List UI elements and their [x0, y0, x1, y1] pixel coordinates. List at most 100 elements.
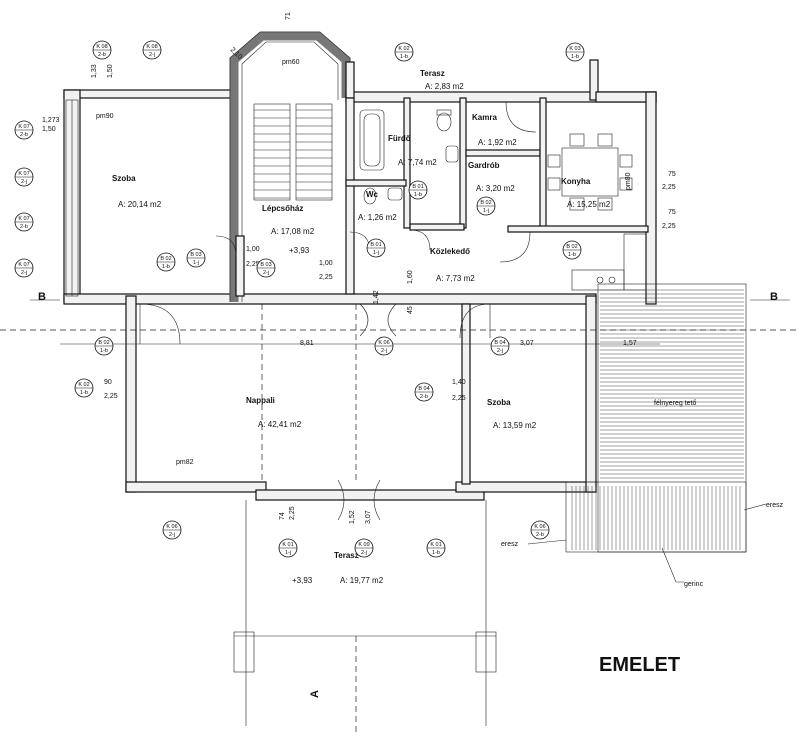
opening-tag: B 021-b [562, 240, 582, 260]
opening-tag: K 09 2-j [354, 538, 374, 558]
opening-tag: K 021-b [74, 378, 94, 398]
room-area: A: 1,92 m2 [478, 138, 517, 147]
kitchen-counter [571, 233, 647, 291]
opening-tag-code: B 02 [480, 200, 491, 206]
dim-label: 2,25 [104, 393, 118, 400]
opening-tag: K 06 2-j [162, 520, 182, 540]
opening-tag-code: B 02 [98, 340, 109, 346]
room-area: A: 2,83 m2 [425, 82, 464, 91]
opening-tag-sub: 1-b [400, 54, 408, 60]
room-area: A: 3,20 m2 [476, 184, 515, 193]
roof-label: félnyereg tető [654, 400, 697, 407]
opening-tag-sub: 1-j [373, 250, 379, 256]
level-terrace: +3,93 [292, 576, 313, 585]
opening-tag: B 031-j [186, 248, 206, 268]
opening-tag-sub: 1-b [568, 252, 576, 258]
room-name: Közlekedő [430, 247, 470, 256]
opening-tags: K 082-bK 082-jK 072-bK 072-jK 072-bK 072… [14, 40, 585, 558]
room-name: Gardrób [468, 161, 500, 170]
toilet-icon [363, 109, 452, 205]
opening-tag-sub: 1-b [162, 264, 170, 270]
room-labels: Szoba A: 20,14 m2 Lépcsőház A: 17,08 m2 … [112, 69, 611, 585]
room-area: A: 7,74 m2 [398, 158, 437, 167]
opening-tag-sub: 2-b [98, 52, 106, 58]
opening-tag-sub: 2-j [21, 179, 27, 185]
room-name: Lépcsőház [262, 204, 303, 213]
dim-label: 75 [668, 209, 676, 216]
opening-tag-sub: 1-j [193, 260, 199, 266]
dining-table-icon [547, 133, 633, 211]
room-area: A: 15,25 m2 [567, 200, 611, 209]
section-a: A [309, 690, 321, 698]
opening-tag-code: B 04 [494, 340, 505, 346]
opening-tag-code: K 03 [569, 46, 580, 52]
dim-label: pm90 [96, 113, 114, 120]
dim-label: 8,81 [300, 340, 314, 347]
dim-label: 75 [668, 171, 676, 178]
section-markers: B B A [30, 291, 790, 698]
dim-label: 2,25 [246, 261, 260, 268]
page-title: EMELET [599, 654, 680, 676]
opening-tag-sub: 2-j [381, 348, 387, 354]
opening-tag-code: K 09 [358, 542, 369, 548]
opening-tag-sub: 2-j [263, 270, 269, 276]
opening-tag-sub: 1-b [571, 54, 579, 60]
opening-tag: B 042-j [490, 336, 510, 356]
opening-tag-code: K 07 [18, 262, 29, 268]
opening-tag: K 011-j [278, 538, 298, 558]
opening-tag-code: K 07 [18, 124, 29, 130]
roof-area [565, 283, 747, 553]
dim-label: 1,57 [623, 340, 637, 347]
sink-icon [387, 145, 459, 201]
opening-tag-sub: 2-b [20, 132, 28, 138]
opening-tag: K 082-j [142, 40, 162, 60]
room-name: Nappali [246, 396, 275, 405]
dim-label: 3,07 [365, 510, 372, 524]
opening-tag-sub: 2-b [536, 532, 544, 538]
opening-tag-sub: 2-b [20, 224, 28, 230]
axis-lines [0, 304, 800, 480]
room-name: Terasz [420, 69, 445, 78]
opening-tag-sub: 1-b [100, 348, 108, 354]
door-swings [139, 101, 537, 521]
dim-label: pm82 [176, 459, 194, 466]
dim-label: 2,25 [662, 223, 676, 230]
room-name: Kamra [472, 113, 497, 122]
opening-tag-sub: 1-j [285, 550, 291, 556]
opening-tag-sub: 1-b [432, 550, 440, 556]
bathtub-icon [359, 109, 385, 171]
room-area: A: 19,77 m2 [340, 576, 384, 585]
dim-label: 1,52 [349, 510, 356, 524]
ridge-label: gerinc [684, 581, 704, 588]
opening-tag: B 01 1-j [366, 238, 386, 258]
opening-tag-sub: 2-j [361, 550, 367, 556]
opening-tag-code: K 06 [534, 524, 545, 530]
opening-tag: K 072-j [14, 258, 34, 278]
opening-tag: K 072-b [14, 212, 34, 232]
opening-tag-code: B 02 [160, 256, 171, 262]
opening-tag-code: B 01 [370, 242, 381, 248]
room-name: Konyha [561, 177, 591, 186]
dim-label: 45 [407, 306, 414, 314]
dim-label: 90 [104, 379, 112, 386]
dim-label: pm60 [282, 59, 300, 66]
dim-label: 1,50 [42, 126, 56, 133]
opening-tag: K 07 2-b [14, 120, 34, 140]
south-terrace [233, 500, 497, 734]
dim-label: 1,00 [319, 260, 333, 267]
walls [63, 31, 657, 501]
room-name: Szoba [112, 174, 136, 183]
opening-tag-sub: 2-j [169, 532, 175, 538]
opening-tag-code: K 02 [398, 46, 409, 52]
opening-tag-code: B 04 [418, 386, 429, 392]
room-name: Fürdő [388, 134, 411, 143]
opening-tag: K 02 1-b [394, 42, 414, 62]
dim-label: 74 [279, 512, 286, 520]
opening-tag-sub: 2-j [149, 52, 155, 58]
opening-tag: K 08 2-b [92, 40, 112, 60]
opening-tag-code: K 08 [96, 44, 107, 50]
opening-tag-code: K 06 [166, 524, 177, 530]
opening-tag: K 03 1-b [565, 42, 585, 62]
section-b-left: B [38, 291, 46, 303]
dim-label: 2,25 [452, 395, 466, 402]
